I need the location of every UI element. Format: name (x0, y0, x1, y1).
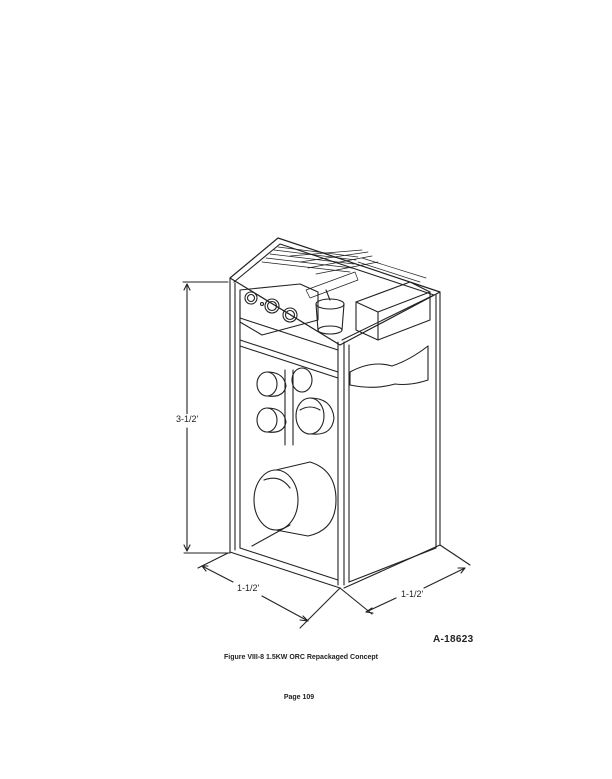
height-dimension-label: 3-1/2' (175, 414, 200, 424)
control-panel (239, 283, 319, 336)
pump-cylinders (256, 367, 335, 446)
figure-id: A-18623 (433, 634, 474, 645)
large-cylinder (251, 461, 337, 547)
canister-component (315, 289, 345, 335)
heat-sink-fins (261, 246, 427, 299)
depth-dimension-line (197, 552, 341, 629)
depth-dimension-label: 1-1/2' (236, 583, 261, 593)
width-dimension-line (339, 544, 471, 615)
box-component (349, 281, 431, 388)
height-dimension-line (182, 281, 231, 554)
cabinet-frame (229, 237, 441, 589)
page-number: Page 109 (0, 694, 612, 701)
page-number-text: Page 109 (283, 694, 315, 701)
width-dimension-label: 1-1/2' (400, 589, 425, 599)
figure-caption-text: Figure VIII-8 1.5KW ORC Repackaged Conce… (223, 654, 379, 661)
figure-caption: Figure VIII-8 1.5KW ORC Repackaged Conce… (0, 654, 612, 661)
